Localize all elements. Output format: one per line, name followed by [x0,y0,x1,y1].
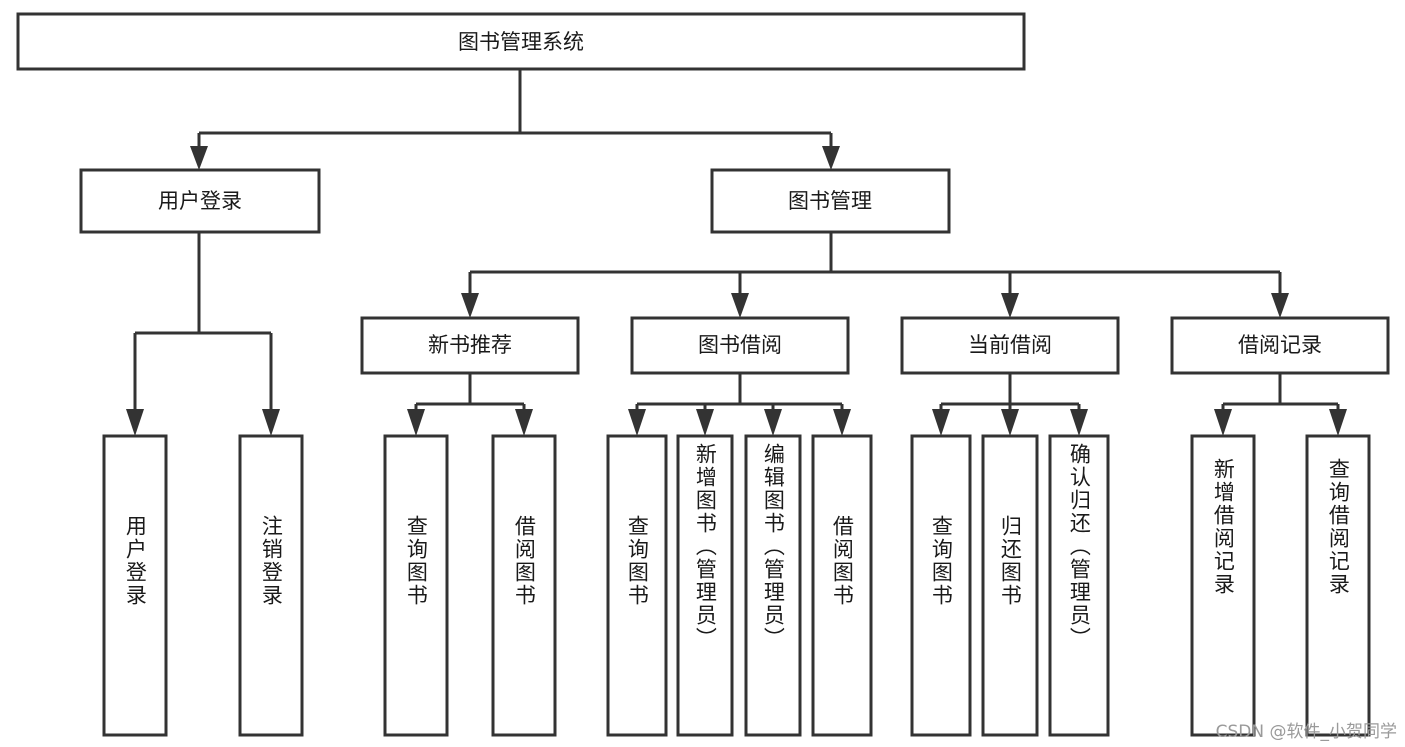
node-leaf-add-book-admin-box[interactable] [676,434,734,737]
node-leaf-query-borrow-record-box[interactable] [1305,434,1371,737]
node-leaf-borrow-book-2-box[interactable] [811,434,873,737]
arrow-bookmanage-c4-icon [1271,293,1289,318]
arrow-borrowrecord-l2-icon [1329,409,1347,436]
arrow-currentborrow-l3-icon [1070,409,1088,436]
node-user-login-box[interactable] [79,168,321,234]
arrow-borrowrecord-l1-icon [1214,409,1232,436]
arrow-bookborrow-l1-icon [628,409,646,436]
arrow-userlogin-leaf1-icon [126,409,144,436]
node-leaf-borrow-book-1-box[interactable] [491,434,557,737]
node-new-book-rec-label: 新书推荐 [428,333,512,357]
connector-group-root [190,70,840,170]
node-leaf-query-book-3-box[interactable] [910,434,972,737]
connector-group-new-book-rec [407,373,533,436]
node-book-manage-box[interactable] [710,168,951,234]
node-leaf-query-book-1-box[interactable] [383,434,449,737]
arrow-bookmanage-c1-icon [461,293,479,318]
arrow-bookborrow-l4-icon [833,409,851,436]
node-current-borrow-box[interactable] [900,316,1120,375]
node-leaf-return-book-box[interactable] [981,434,1039,737]
connector-group-user-login [126,232,280,436]
node-borrow-record-box[interactable] [1170,316,1390,375]
node-leaf-user-logout-box[interactable] [238,434,304,737]
node-borrow-record-label: 借阅记录 [1238,333,1322,357]
arrow-root-to-book-manage-icon [822,146,840,170]
csdn-watermark: CSDN @软件_小贺同学 [1215,722,1397,742]
node-book-borrow-box[interactable] [630,316,850,375]
node-leaf-edit-book-admin-box[interactable] [744,434,802,737]
arrow-currentborrow-l1-icon [932,409,950,436]
node-leaf-confirm-return-admin-box[interactable] [1048,434,1110,737]
node-leaf-user-login-box[interactable] [102,434,168,737]
arrow-currentborrow-l2-icon [1001,409,1019,436]
node-current-borrow-label: 当前借阅 [968,333,1052,357]
arrow-userlogin-leaf2-icon [262,409,280,436]
connector-group-book-manage [461,232,1289,318]
arrow-bookmanage-c3-icon [1001,293,1019,318]
arrow-newbook-l1-icon [407,409,425,436]
node-new-book-rec-box[interactable] [360,316,580,375]
node-leaf-add-borrow-record-box[interactable] [1190,434,1256,737]
node-book-manage-label: 图书管理 [788,189,872,213]
node-book-borrow-label: 图书借阅 [698,333,782,357]
arrow-bookborrow-l2-icon [696,409,714,436]
connector-group-borrow-record [1214,373,1347,436]
node-user-login-label: 用户登录 [158,189,242,213]
node-root-box[interactable] [16,12,1026,71]
arrow-bookmanage-c2-icon [731,293,749,318]
connector-group-current-borrow [932,373,1088,436]
arrow-bookborrow-l3-icon [764,409,782,436]
arrow-root-to-user-login-icon [190,146,208,170]
connector-group-book-borrow [628,373,851,436]
node-root-label: 图书管理系统 [458,30,584,54]
node-leaf-query-book-2-box[interactable] [606,434,668,737]
arrow-newbook-l2-icon [515,409,533,436]
